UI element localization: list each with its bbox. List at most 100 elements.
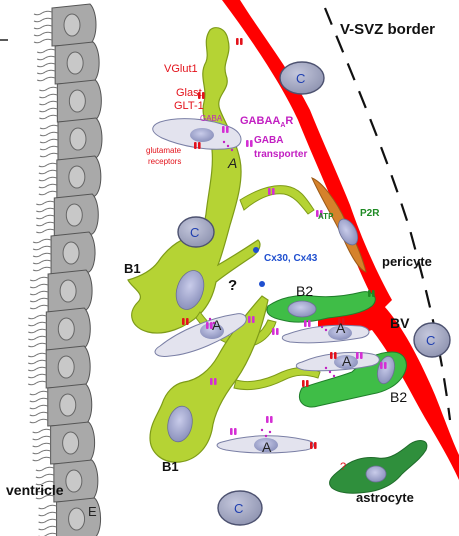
b1-upper-process-right <box>240 186 314 214</box>
receptor-marker <box>270 416 273 423</box>
ependymal-cilium <box>39 177 57 181</box>
b2-upper-nucleus <box>288 301 316 317</box>
ependymal-cilium <box>34 18 52 22</box>
ependymal-cilium <box>28 381 46 385</box>
ependymal-cilium <box>40 132 58 136</box>
ependymal-cilium <box>39 115 57 119</box>
neuroblast-mid-right-label: A <box>336 320 346 336</box>
pericyte-label: pericyte <box>382 254 432 269</box>
question-mark-b1: ? <box>228 277 237 294</box>
receptor-marker <box>252 316 255 323</box>
receptor-marker <box>334 352 337 359</box>
c-cell-top-label: C <box>296 71 305 86</box>
ependymal-cilium <box>36 201 54 205</box>
ependymal-cilium <box>30 398 48 402</box>
ependymal-nucleus <box>66 470 82 492</box>
ependymal-cilium <box>30 291 48 295</box>
ependymal-cilium <box>34 11 52 15</box>
glutamate-receptors-label-line2: receptors <box>148 157 181 166</box>
ependymal-cilium <box>28 360 46 364</box>
neuroblast-bottom-label: A <box>262 439 272 455</box>
receptor-marker <box>314 442 317 449</box>
ependymal-nucleus <box>60 280 76 302</box>
ependymal-cilium <box>28 336 46 340</box>
ependymal-nucleus <box>69 166 85 188</box>
receptor-marker <box>194 142 197 149</box>
ependymal-cilium <box>39 170 57 174</box>
connexin-label: Cx30, Cx43 <box>264 253 318 264</box>
receptor-marker <box>210 378 213 385</box>
ependymal-nucleus <box>69 90 85 112</box>
ependymal-cilium <box>36 467 54 471</box>
receptor-marker <box>246 140 249 147</box>
ependymal-cilium <box>39 519 57 523</box>
ependymal-nucleus <box>58 318 74 340</box>
receptor-marker <box>302 380 305 387</box>
ependymal-cilium <box>39 163 57 167</box>
receptor-marker <box>308 320 311 327</box>
receptor-marker <box>380 362 383 369</box>
receptor-marker <box>230 428 233 435</box>
receptor-marker <box>272 188 275 195</box>
receptor-marker <box>306 380 309 387</box>
ependymal-cilium <box>30 419 48 423</box>
ependymal-cilium <box>30 412 48 416</box>
b2-lower-label: B2 <box>390 389 407 405</box>
ependymal-cilium <box>33 246 51 250</box>
b1-lower-label: B1 <box>162 459 179 474</box>
ependymal-nucleus <box>63 242 79 264</box>
ependymal-cilium <box>37 49 55 53</box>
bv-label: BV <box>390 315 410 331</box>
gaba-transporter-label-line2: transporter <box>254 149 307 160</box>
receptor-marker <box>186 318 189 325</box>
gap-junction-marker <box>253 247 259 253</box>
receptor-marker <box>222 126 225 133</box>
neuroblast-top-nucleus <box>190 128 214 142</box>
gaba-transporter-label-line1: GABA <box>254 135 283 146</box>
ependymal-cilium <box>28 374 46 378</box>
ependymal-cilium <box>39 94 57 98</box>
ependymal-cilium <box>37 56 55 60</box>
ependymal-cilium <box>34 25 52 29</box>
c-cell-mid-left-label: C <box>190 225 199 240</box>
ependymal-cilium <box>33 239 51 243</box>
ependymal-cilium <box>39 526 57 530</box>
receptor-marker <box>360 352 363 359</box>
receptor-marker <box>310 442 313 449</box>
receptor-marker <box>304 320 307 327</box>
glutamate-receptors-label-line1: glutamate <box>146 146 182 155</box>
receptor-marker <box>248 316 251 323</box>
ependymal-cilium <box>34 32 52 36</box>
ependymal-cilium <box>30 298 48 302</box>
ependymal-cilium <box>28 322 46 326</box>
receptor-marker <box>268 188 271 195</box>
neuroblast-mid-left-label: A <box>212 317 222 333</box>
ependymal-cilium <box>36 222 54 226</box>
b1-upper-label: B1 <box>124 261 141 276</box>
receptor-marker <box>356 352 359 359</box>
ependymal-cilium <box>37 70 55 74</box>
ventricle-label: ventricle <box>6 482 64 498</box>
neuroblast-lower-right-label: A <box>342 353 352 369</box>
gabaar-label-end: R <box>285 115 293 127</box>
c-cell-bottom-label: C <box>234 501 243 516</box>
ependymal-cilium <box>39 191 57 195</box>
receptor-marker <box>236 38 239 45</box>
ependymal-cilium <box>33 253 51 257</box>
ependymal-cilium <box>28 315 46 319</box>
receptor-marker <box>250 140 253 147</box>
ependymal-cilium <box>39 184 57 188</box>
receptor-marker <box>226 126 229 133</box>
ependymal-cilium <box>40 153 58 157</box>
ependymal-cilium <box>28 329 46 333</box>
ependymal-nucleus <box>66 204 82 226</box>
ependymal-cilium <box>33 260 51 264</box>
c-cell-right-label: C <box>426 333 435 348</box>
ependymal-cilium <box>33 429 51 433</box>
ependymal-cell-e-label: E <box>88 504 97 519</box>
ependymal-nucleus <box>67 52 83 74</box>
ependymal-cilium <box>33 457 51 461</box>
ependymal-cilium <box>30 405 48 409</box>
ependymal-nucleus <box>63 432 79 454</box>
